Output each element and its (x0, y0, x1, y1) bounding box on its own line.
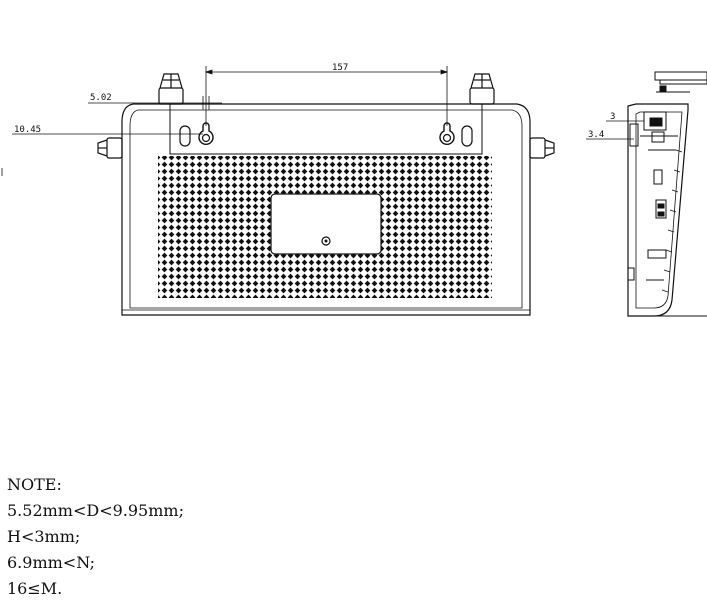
side-dimension-lines (586, 120, 644, 140)
dim-slot-offset: 5.02 (90, 93, 112, 103)
router-body-inner (129, 109, 523, 309)
dim-hole-height: 10.45 (14, 125, 41, 135)
antenna-top-left-icon (158, 73, 184, 105)
antenna-side-left-icon (97, 137, 123, 159)
antenna-top-right-icon (469, 73, 495, 105)
dim-hole-spacing: 157 (332, 63, 348, 73)
note-line-d: 5.52mm<D<9.95mm; (7, 501, 184, 520)
keyhole-right-icon (439, 122, 455, 146)
note-line-n: 6.9mm<N; (7, 553, 96, 572)
front-view (97, 73, 555, 316)
side-view (627, 71, 707, 317)
label-recess (270, 193, 382, 255)
dim-side-depth-a: 3 (610, 112, 615, 122)
router-body-outline (121, 103, 531, 316)
keyhole-left-icon (198, 122, 214, 146)
technical-drawing: 157 5.02 10.45 3 3.4 (1, 63, 707, 317)
notes-heading: NOTE: (7, 475, 62, 494)
mounting-plate (169, 103, 483, 155)
antenna-side-right-icon (529, 137, 555, 159)
dim-side-depth-b: 3.4 (588, 130, 604, 140)
slot-right (461, 125, 473, 147)
center-screw-icon (321, 236, 331, 246)
dimension-lines (1, 66, 449, 176)
note-line-h: H<3mm; (7, 527, 81, 546)
notes-block: NOTE: 5.52mm<D<9.95mm; H<3mm; 6.9mm<N; 1… (7, 472, 184, 602)
note-line-m: 16≤M. (7, 579, 63, 598)
slot-left (179, 125, 191, 147)
